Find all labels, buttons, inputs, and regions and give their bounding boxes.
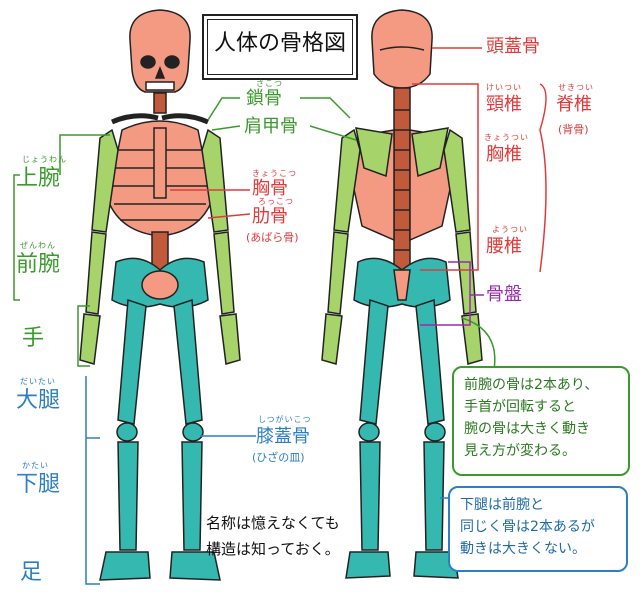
- pelvis-label: 骨盤: [486, 284, 522, 305]
- foot-label: 足: [20, 560, 43, 585]
- lower-leg-note-line: 下腿は前腕と: [460, 497, 544, 513]
- front-right-upper-arm: [201, 128, 229, 233]
- scapula-label: 肩甲骨: [244, 116, 298, 137]
- front-right-femur: [173, 298, 203, 425]
- thigh-ruby: だいたい: [20, 377, 56, 386]
- upper-arm-ruby: じょうわん: [22, 155, 67, 164]
- ribs-ruby: ろっこつ: [258, 197, 294, 206]
- forearm-note-line: 前腕の骨は2本あり、: [464, 377, 599, 393]
- lumbar-label: 腰椎: [486, 236, 522, 257]
- clavicle-ruby: さこつ: [256, 79, 283, 88]
- page-title: 人体の骨格図: [214, 31, 347, 56]
- hand-label: 手: [22, 326, 45, 351]
- cervical-label: 頸椎: [486, 94, 522, 115]
- leader-lines: [13, 47, 547, 585]
- upper-arm-label: 上腕: [16, 166, 61, 191]
- bottom-note: 名称は憶えなくても 構造は知っておく。: [206, 510, 376, 562]
- patella-label: 膝蓋骨: [256, 426, 310, 447]
- forearm-note-line: 見え方が変わる。: [464, 443, 576, 459]
- back-left-scapula: [355, 127, 393, 178]
- spine-ruby: せきつい: [558, 83, 594, 92]
- sternum-ruby: きょうこつ: [252, 169, 297, 178]
- bottom-note-line: 名称は憶えなくても: [206, 514, 340, 532]
- skull-label: 頭蓋骨: [486, 36, 540, 57]
- back-skull: [371, 9, 433, 89]
- forearm-label: 前腕: [16, 252, 61, 277]
- lumbar-ruby: ようつい: [492, 225, 528, 234]
- front-left-upper-arm: [91, 128, 119, 233]
- thoracic-ruby: きょうつい: [484, 133, 529, 142]
- spine-note: (背骨): [558, 123, 589, 136]
- lower-leg-label: 下腿: [16, 472, 61, 497]
- patella-ruby: しつがいこつ: [258, 415, 312, 424]
- bottom-note-line: 構造は知っておく。: [206, 540, 340, 558]
- back-right-scapula: [411, 127, 449, 178]
- title-box: [202, 14, 358, 80]
- thoracic-label: 胸椎: [486, 144, 522, 165]
- clavicle-label: 鎖骨: [246, 88, 282, 109]
- front-skull: [129, 9, 191, 93]
- sternum-label: 胸骨: [252, 178, 288, 199]
- lower-leg-note-box: 下腿は前腕と 同じく骨は2本あるが 動きは大きくない。: [448, 486, 628, 572]
- spine-label: 脊椎: [556, 94, 592, 115]
- ribs-label: 肋骨: [252, 206, 288, 227]
- forearm-note-line: 腕の骨は大きく動き: [464, 421, 590, 437]
- lower-leg-note-line: 同じく骨は2本あるが: [460, 519, 595, 535]
- lower-leg-note-line: 動きは大きくない。: [460, 541, 586, 557]
- patella-note: (ひざの皿): [252, 451, 305, 464]
- thigh-label: 大腿: [16, 388, 61, 413]
- front-left-femur: [117, 298, 147, 425]
- forearm-note-box: 前腕の骨は2本あり、 手首が回転すると 腕の骨は大きく動き 見え方が変わる。: [452, 366, 630, 476]
- ribs-note: (あばら骨): [246, 231, 299, 244]
- forearm-ruby: ぜんわん: [20, 241, 56, 250]
- back-skeleton: [321, 9, 483, 579]
- front-skeleton: [79, 9, 241, 581]
- forearm-note-line: 手首が回転すると: [464, 399, 576, 415]
- lower-leg-ruby: かたい: [22, 461, 49, 470]
- cervical-ruby: けいつい: [486, 83, 522, 92]
